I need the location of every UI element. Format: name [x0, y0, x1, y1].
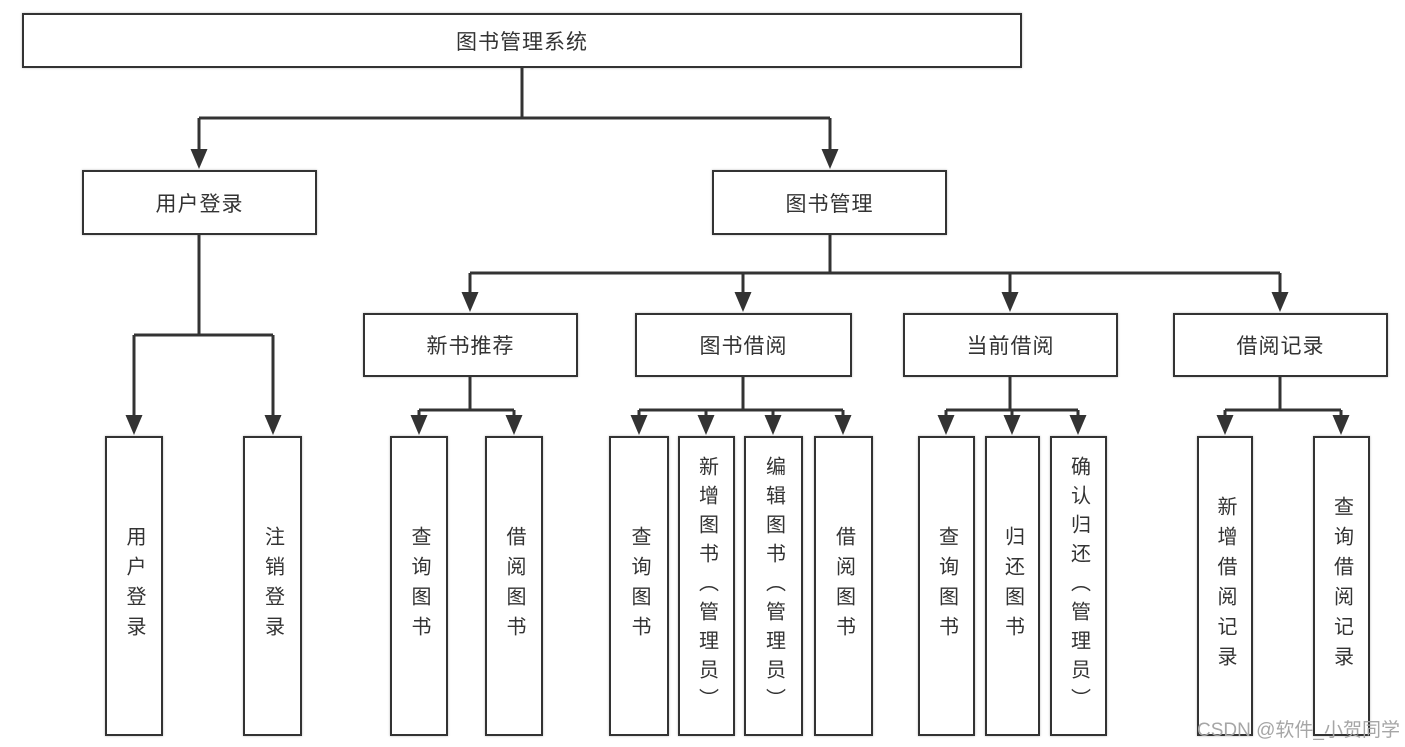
leaf-return-books: 归还图书: [985, 436, 1040, 736]
leaf-confirm-return-admin: 确认归还（管理员）: [1050, 436, 1107, 736]
node-borrow-record: 借阅记录: [1173, 313, 1388, 377]
leaf-borrow-books: 借阅图书: [814, 436, 873, 736]
leaf-query-books-borrow: 查询图书: [609, 436, 669, 736]
node-book-borrow: 图书借阅: [635, 313, 852, 377]
leaf-query-books-recommend: 查询图书: [390, 436, 448, 736]
leaf-add-books-admin: 新增图书（管理员）: [678, 436, 735, 736]
node-new-book-recommend: 新书推荐: [363, 313, 578, 377]
node-book-management: 图书管理: [712, 170, 947, 235]
node-user-login: 用户登录: [82, 170, 317, 235]
leaf-add-borrow-record: 新增借阅记录: [1197, 436, 1253, 736]
leaf-edit-books-admin: 编辑图书（管理员）: [744, 436, 803, 736]
leaf-query-borrow-record: 查询借阅记录: [1313, 436, 1370, 736]
node-library-management-system: 图书管理系统: [22, 13, 1022, 68]
node-current-borrow: 当前借阅: [903, 313, 1118, 377]
leaf-query-books-current: 查询图书: [918, 436, 975, 736]
leaf-borrow-books-recommend: 借阅图书: [485, 436, 543, 736]
leaf-user-login: 用户登录: [105, 436, 163, 736]
leaf-logout: 注销登录: [243, 436, 302, 736]
csdn-watermark: CSDN @软件_小贺同学: [1197, 720, 1400, 741]
